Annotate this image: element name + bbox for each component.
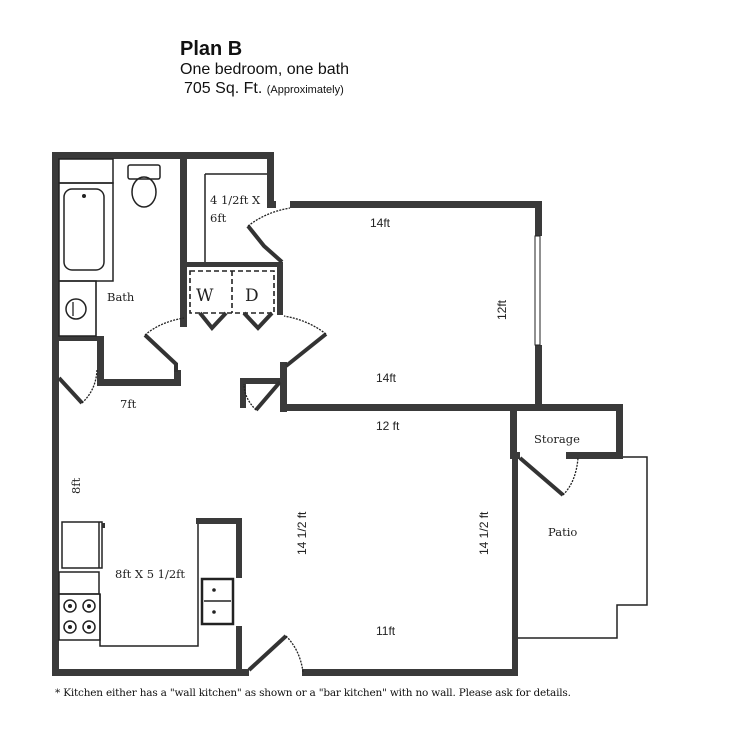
patio-outline <box>518 456 648 639</box>
plan-title: Plan B <box>180 38 243 60</box>
refrigerator-icon <box>61 521 103 569</box>
tub-ledge <box>58 158 114 184</box>
closet-door-swing <box>247 207 291 227</box>
plan-subtitle: One bedroom, one bath <box>180 61 350 78</box>
dryer-door <box>242 311 274 331</box>
bedroom-side-dim: 12ft <box>495 299 509 320</box>
laundry: W D <box>189 270 275 332</box>
bath-fixtures: Bath <box>58 158 161 337</box>
drain-icon <box>82 194 86 198</box>
walls <box>52 152 623 676</box>
closet-label-1: 4 1/2ft X <box>210 193 261 207</box>
washer-door <box>198 311 228 332</box>
bathtub-frame <box>58 182 114 282</box>
toilet-bowl-icon <box>131 176 157 208</box>
entry-door-swing <box>285 635 304 673</box>
living-right-dim: 14 1/2 ft <box>477 511 491 555</box>
closet-door <box>246 224 284 264</box>
plan-header: Plan B One bedroom, one bath 705 Sq. Ft.… <box>180 38 349 100</box>
area-value: 705 Sq. Ft. <box>184 80 263 97</box>
toilet-tank-icon <box>127 164 161 180</box>
kitchen-label: 8ft X 5 1/2ft <box>115 567 185 581</box>
bedroom-door <box>284 332 328 368</box>
living-left-dim: 14 1/2 ft <box>295 511 309 555</box>
bedroom-top-dim: 14ft <box>370 216 391 230</box>
hall-width-dim: 7ft <box>120 397 137 411</box>
coat-closet-door <box>57 376 84 405</box>
living-bottom-dim: 11ft <box>376 624 396 638</box>
coat-closet-door-swing <box>81 369 98 404</box>
bath-door-swing <box>144 317 185 336</box>
bath-door <box>143 333 178 372</box>
bath-label: Bath <box>107 290 135 304</box>
entry-door <box>247 634 288 672</box>
plan-area: 705 Sq. Ft. (Approximately) <box>184 79 349 100</box>
linen-closet-door <box>254 380 282 412</box>
kitchen: 8ft X 5 1/2ft <box>58 521 235 647</box>
living-top-dim: 12 ft <box>376 419 400 433</box>
patio-label: Patio <box>548 525 577 539</box>
bathtub-icon <box>63 188 105 271</box>
dryer-label: D <box>245 286 259 306</box>
storage-label: Storage <box>534 432 580 446</box>
linen-closet-door-swing <box>243 383 257 411</box>
closet: 4 1/2ft X 6ft <box>204 173 291 264</box>
hall-doors <box>57 315 579 673</box>
storage-door-swing <box>562 457 579 496</box>
stove-icon <box>58 593 101 641</box>
area-note: (Approximately) <box>266 84 344 96</box>
closet-label-2: 6ft <box>210 211 227 225</box>
sink-icon <box>65 298 87 320</box>
bedroom-door-swing <box>283 315 327 335</box>
vanity <box>58 280 97 337</box>
hall-length-dim: 8ft <box>69 477 83 494</box>
storage-door <box>518 456 565 497</box>
washer-label: W <box>196 286 214 306</box>
bedroom-bottom-dim: 14ft <box>376 371 397 385</box>
kitchen-footnote: * Kitchen either has a "wall kitchen" as… <box>55 687 571 699</box>
